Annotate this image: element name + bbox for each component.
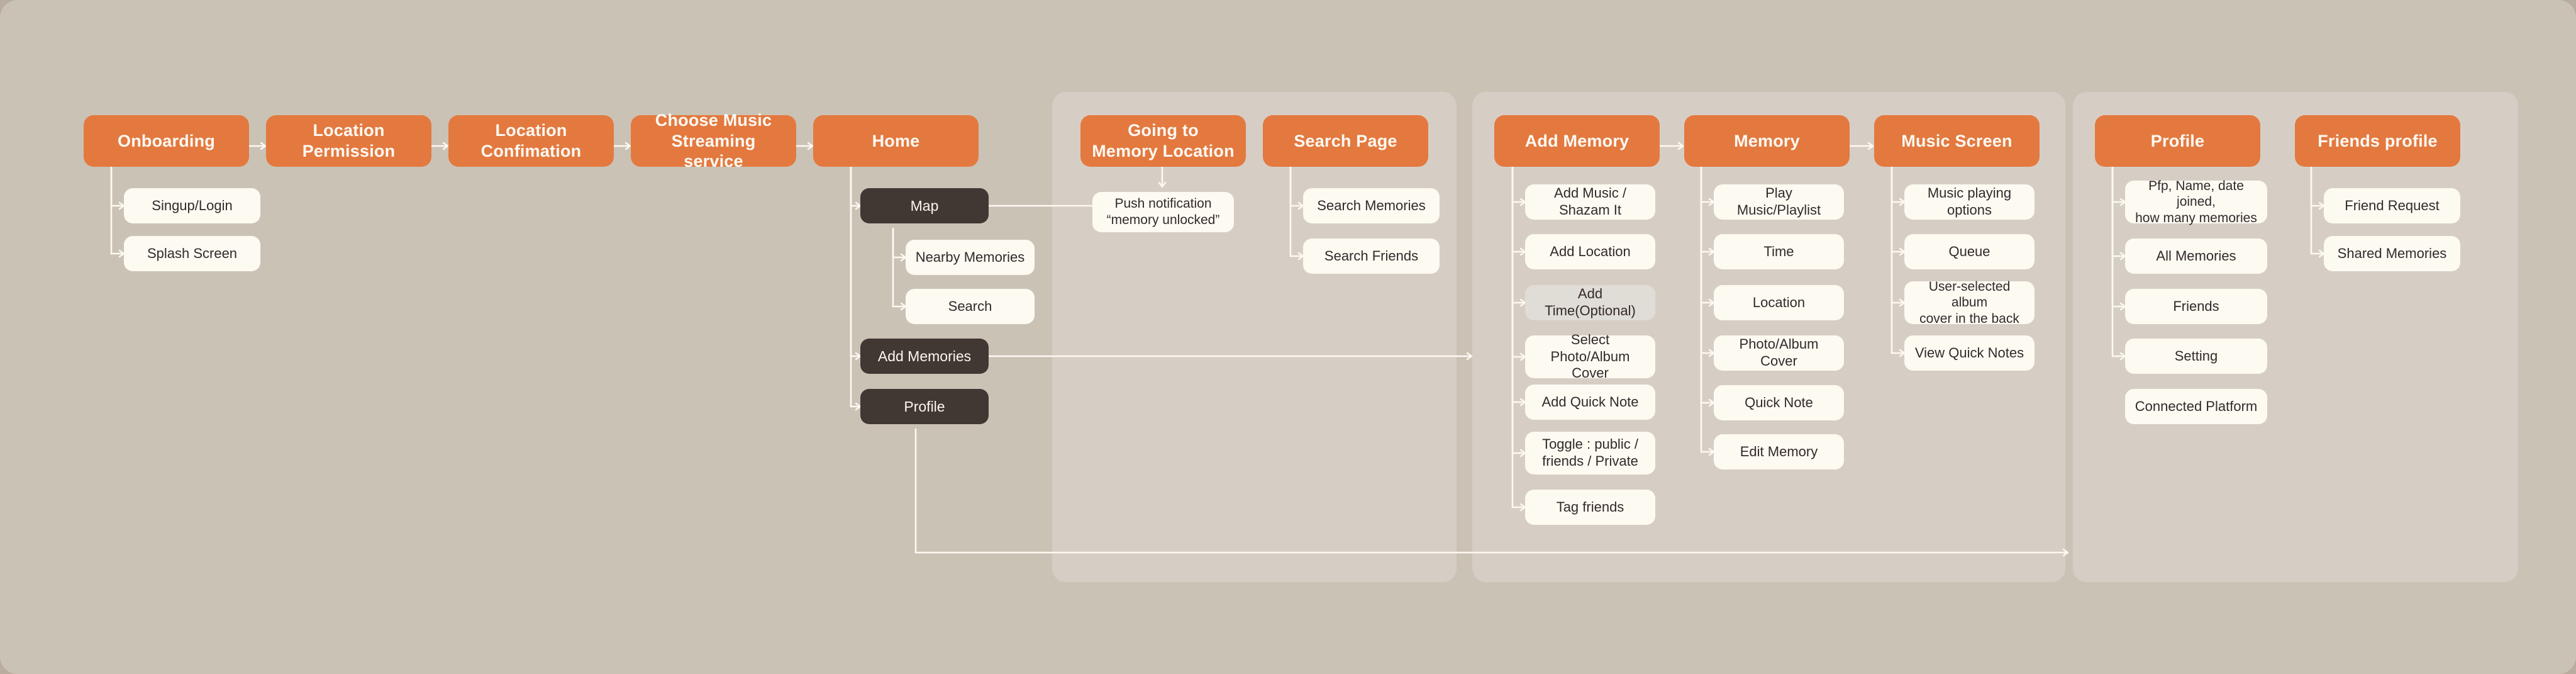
leaf-search-friends[interactable]: Search Friends bbox=[1303, 239, 1440, 274]
leaf-user-selected-album-cover-label: User-selected album cover in the back bbox=[1919, 279, 2019, 326]
screen-location-permission[interactable]: Location Permission bbox=[266, 115, 431, 167]
screen-location-confirmation-label: Location Confimation bbox=[480, 121, 582, 160]
leaf-play-music-playlist-label: Play Music/Playlist bbox=[1736, 185, 1821, 218]
screen-add-memory[interactable]: Add Memory bbox=[1494, 115, 1660, 167]
leaf-quick-note[interactable]: Quick Note bbox=[1714, 385, 1844, 420]
leaf-setting-label: Setting bbox=[2174, 347, 2218, 364]
leaf-add-music-shazam-it-label: Add Music / Shazam It bbox=[1554, 185, 1626, 218]
screen-location-permission-label: Location Permission bbox=[302, 121, 396, 160]
leaf-connected-platform-label: Connected Platform bbox=[2135, 398, 2258, 414]
screen-search-page-label: Search Page bbox=[1294, 131, 1397, 150]
leaf-search[interactable]: Search bbox=[906, 289, 1035, 324]
leaf-location-label: Location bbox=[1752, 294, 1806, 310]
leaf-queue-label: Queue bbox=[1948, 243, 1990, 259]
leaf-connected-platform[interactable]: Connected Platform bbox=[2125, 389, 2267, 424]
leaf-splash-screen[interactable]: Splash Screen bbox=[124, 236, 260, 271]
leaf-photo-album-cover-label: Photo/Album Cover bbox=[1739, 336, 1819, 369]
leaf-pfp-name-date-joined-label: Pfp, Name, date joined, how many memorie… bbox=[2135, 178, 2257, 225]
leaf-play-music-playlist[interactable]: Play Music/Playlist bbox=[1714, 184, 1844, 220]
node-add-memories[interactable]: Add Memories bbox=[860, 339, 989, 374]
leaf-select-photo-album-cover-label: Select Photo/Album Cover bbox=[1550, 331, 1630, 381]
screen-music-screen-label: Music Screen bbox=[1901, 131, 2012, 150]
group-panel-profile bbox=[2073, 92, 2518, 582]
leaf-music-playing-options-label: Music playing options bbox=[1927, 185, 2012, 218]
leaf-search-memories[interactable]: Search Memories bbox=[1303, 188, 1440, 223]
leaf-add-music-shazam-it[interactable]: Add Music / Shazam It bbox=[1525, 184, 1655, 220]
leaf-signup-login-label: Singup/Login bbox=[152, 197, 233, 213]
leaf-view-quick-notes[interactable]: View Quick Notes bbox=[1904, 335, 2035, 371]
leaf-add-quick-note[interactable]: Add Quick Note bbox=[1525, 385, 1655, 420]
leaf-friends[interactable]: Friends bbox=[2125, 289, 2267, 324]
node-add-memories-label: Add Memories bbox=[877, 347, 972, 364]
leaf-photo-album-cover[interactable]: Photo/Album Cover bbox=[1714, 335, 1844, 371]
screen-onboarding-label: Onboarding bbox=[118, 131, 215, 150]
leaf-time[interactable]: Time bbox=[1714, 234, 1844, 269]
leaf-friend-request-label: Friend Request bbox=[2345, 197, 2440, 213]
leaf-location[interactable]: Location bbox=[1714, 285, 1844, 320]
leaf-view-quick-notes-label: View Quick Notes bbox=[1914, 344, 2024, 361]
leaf-all-memories-label: All Memories bbox=[2156, 247, 2236, 264]
leaf-search-label: Search bbox=[948, 298, 992, 314]
screen-profile-label: Profile bbox=[2150, 131, 2205, 150]
leaf-select-photo-album-cover[interactable]: Select Photo/Album Cover bbox=[1525, 332, 1655, 381]
screen-location-confirmation[interactable]: Location Confimation bbox=[448, 115, 614, 167]
leaf-edit-memory[interactable]: Edit Memory bbox=[1714, 434, 1844, 469]
leaf-user-selected-album-cover[interactable]: User-selected album cover in the back bbox=[1904, 279, 2035, 326]
screen-memory[interactable]: Memory bbox=[1684, 115, 1850, 167]
screen-going-to-memory-location[interactable]: Going to Memory Location bbox=[1080, 115, 1246, 167]
leaf-add-location-label: Add Location bbox=[1550, 243, 1631, 259]
leaf-toggle-visibility-label: Toggle : public / friends / Private bbox=[1542, 436, 1638, 469]
screen-friends-profile-label: Friends profile bbox=[2318, 131, 2438, 150]
node-map[interactable]: Map bbox=[860, 188, 989, 223]
screen-memory-label: Memory bbox=[1734, 131, 1800, 150]
leaf-search-friends-label: Search Friends bbox=[1324, 247, 1419, 264]
screen-friends-profile[interactable]: Friends profile bbox=[2295, 115, 2460, 167]
leaf-all-memories[interactable]: All Memories bbox=[2125, 239, 2267, 274]
screen-home[interactable]: Home bbox=[813, 115, 979, 167]
screen-going-to-memory-location-label: Going to Memory Location bbox=[1092, 121, 1235, 160]
leaf-music-playing-options[interactable]: Music playing options bbox=[1904, 184, 2035, 220]
leaf-add-time-optional[interactable]: Add Time(Optional) bbox=[1525, 285, 1655, 320]
screen-choose-music-streaming-service[interactable]: Choose Music Streaming service bbox=[631, 111, 796, 171]
screen-search-page[interactable]: Search Page bbox=[1263, 115, 1428, 167]
screen-add-memory-label: Add Memory bbox=[1524, 131, 1629, 150]
leaf-search-memories-label: Search Memories bbox=[1317, 197, 1426, 213]
leaf-friend-request[interactable]: Friend Request bbox=[2324, 188, 2460, 223]
leaf-queue[interactable]: Queue bbox=[1904, 234, 2035, 269]
screen-home-label: Home bbox=[872, 131, 920, 150]
screen-onboarding[interactable]: Onboarding bbox=[84, 115, 249, 167]
leaf-add-time-optional-label: Add Time(Optional) bbox=[1545, 286, 1636, 318]
leaf-shared-memories[interactable]: Shared Memories bbox=[2324, 236, 2460, 271]
leaf-pfp-name-date-joined[interactable]: Pfp, Name, date joined, how many memorie… bbox=[2125, 179, 2267, 225]
screen-music-screen[interactable]: Music Screen bbox=[1874, 115, 2040, 167]
node-profile[interactable]: Profile bbox=[860, 389, 989, 424]
screen-profile[interactable]: Profile bbox=[2095, 115, 2260, 167]
leaf-tag-friends[interactable]: Tag friends bbox=[1525, 490, 1655, 525]
leaf-shared-memories-label: Shared Memories bbox=[2337, 245, 2447, 261]
leaf-setting[interactable]: Setting bbox=[2125, 339, 2267, 374]
leaf-friends-label: Friends bbox=[2173, 298, 2219, 314]
leaf-time-label: Time bbox=[1763, 243, 1794, 259]
leaf-quick-note-label: Quick Note bbox=[1745, 394, 1813, 410]
leaf-push-notification-label: Push notification “memory unlocked” bbox=[1106, 196, 1220, 227]
leaf-splash-screen-label: Splash Screen bbox=[147, 245, 238, 261]
leaf-push-notification[interactable]: Push notification “memory unlocked” bbox=[1092, 192, 1234, 232]
node-map-label: Map bbox=[910, 197, 939, 214]
leaf-tag-friends-label: Tag friends bbox=[1556, 498, 1624, 515]
node-profile-label: Profile bbox=[904, 398, 945, 415]
leaf-add-location[interactable]: Add Location bbox=[1525, 234, 1655, 269]
leaf-add-quick-note-label: Add Quick Note bbox=[1541, 393, 1639, 410]
leaf-toggle-visibility[interactable]: Toggle : public / friends / Private bbox=[1525, 432, 1655, 475]
leaf-nearby-memories-label: Nearby Memories bbox=[915, 249, 1025, 265]
leaf-signup-login[interactable]: Singup/Login bbox=[124, 188, 260, 223]
leaf-edit-memory-label: Edit Memory bbox=[1740, 443, 1818, 459]
screen-choose-music-streaming-service-label: Choose Music Streaming service bbox=[655, 110, 772, 171]
leaf-nearby-memories[interactable]: Nearby Memories bbox=[906, 240, 1035, 275]
